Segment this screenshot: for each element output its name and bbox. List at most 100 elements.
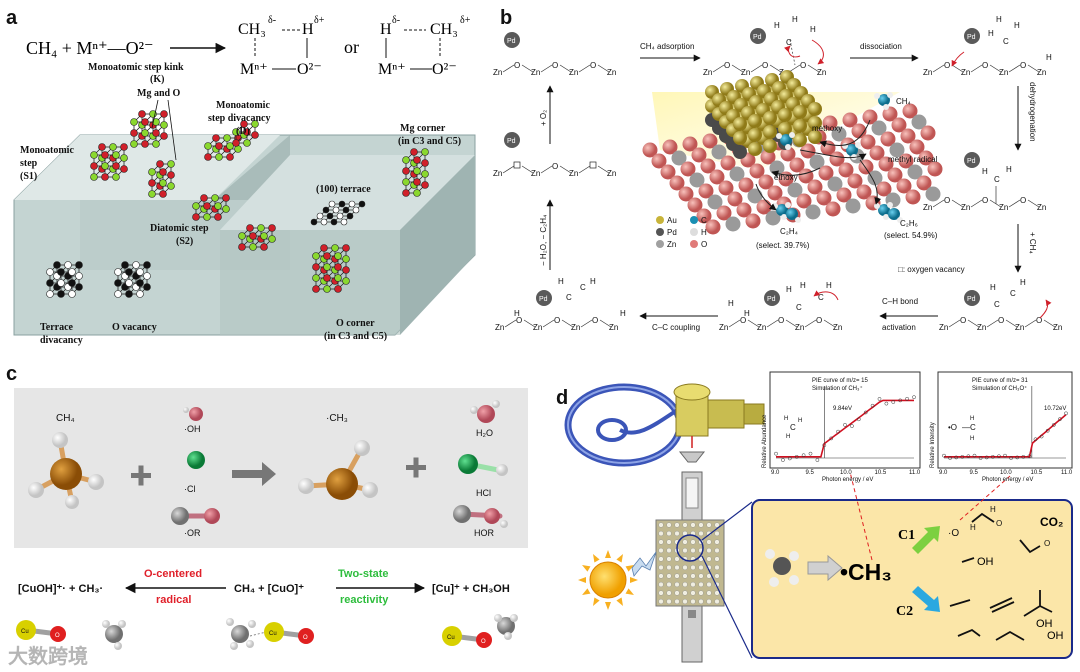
svg-text:Zn: Zn: [531, 169, 540, 178]
svg-text:11.0: 11.0: [1061, 470, 1073, 476]
svg-text:O: O: [516, 316, 522, 325]
methanol: [961, 557, 975, 563]
svg-text:10.5: 10.5: [875, 470, 887, 476]
svg-text:Zn: Zn: [795, 323, 804, 332]
ethylene: [989, 597, 1015, 613]
svg-text:H: H: [990, 505, 996, 514]
svg-text:step: step: [20, 158, 38, 169]
svg-text:10.5: 10.5: [1031, 470, 1043, 476]
svg-text:Pd: Pd: [967, 158, 976, 165]
svg-text:H: H: [996, 15, 1002, 24]
methyl-radical-model: [765, 549, 799, 587]
svg-text:Zn: Zn: [719, 323, 728, 332]
svg-text:Simulation of CH₃O⁺: Simulation of CH₃O⁺: [972, 385, 1027, 392]
svg-text:Simulation of CH₃⁺: Simulation of CH₃⁺: [812, 385, 863, 392]
svg-text:Zn: Zn: [1037, 203, 1046, 212]
methyl-small: [102, 620, 126, 650]
label-o-centered: O-centered: [144, 568, 202, 580]
legend-swatch-pd: [656, 228, 664, 236]
atom-cluster: [312, 244, 350, 293]
svg-text:O: O: [552, 162, 558, 171]
atom-cluster: [232, 120, 259, 147]
svg-text:9.5: 9.5: [970, 470, 979, 476]
svg-text:H: H: [970, 416, 974, 422]
svg-text:Pd: Pd: [967, 296, 976, 303]
eq-left: [CuOH]⁺· + CH₃·: [18, 583, 103, 595]
svg-text:H: H: [970, 523, 976, 532]
atom-cluster: [130, 110, 168, 148]
ethane: [949, 599, 971, 607]
svg-text:O: O: [1036, 316, 1042, 325]
svg-text:Mⁿ⁺: Mⁿ⁺: [378, 61, 406, 78]
svg-text:H: H: [620, 309, 626, 318]
panel-c: c CH₄ ·OH ·Cl ·OR ·CH₃ H₂O HCl HOR [CuOH…: [6, 363, 528, 650]
svg-text:δ+: δ+: [460, 15, 471, 26]
p2-curves: [942, 386, 1068, 460]
to-ch3-arrow: [807, 554, 843, 582]
oh-model: [183, 407, 203, 421]
svg-text:Mg and O: Mg and O: [137, 88, 181, 99]
svg-text:O: O: [1020, 61, 1026, 70]
label-methyl-radical: methyl radical: [888, 155, 938, 164]
svg-text:CH₃: CH₃: [238, 21, 266, 38]
svg-text:O: O: [998, 316, 1004, 325]
svg-text:O: O: [1020, 196, 1026, 205]
or-text: or: [344, 37, 359, 57]
svg-text:Zn: Zn: [569, 169, 578, 178]
svg-text:(100) terrace: (100) terrace: [316, 184, 371, 195]
svg-text:H: H: [1006, 165, 1012, 174]
adsorbate-molecule: [776, 132, 795, 150]
legend-label-pd: Pd: [667, 228, 677, 237]
svg-text:C: C: [994, 300, 1000, 309]
atom-cluster: [204, 134, 242, 161]
svg-text:O corner: O corner: [336, 318, 375, 329]
svg-text:Mⁿ⁺: Mⁿ⁺: [240, 61, 268, 78]
label-two-state: Two-state: [338, 568, 389, 580]
methyl-model: [298, 440, 378, 500]
svg-text:Zn: Zn: [757, 323, 766, 332]
formate: [1019, 539, 1041, 554]
plus-sign-2: [406, 457, 426, 478]
svg-text:PIE curve of m/z= 31: PIE curve of m/z= 31: [972, 378, 1029, 384]
label-oh-2: OH: [1036, 618, 1053, 630]
step-adsorption: CH₄ adsorption: [640, 42, 694, 51]
svg-text:Zn: Zn: [495, 323, 504, 332]
panel-a-label: a: [6, 7, 18, 29]
svg-text:H: H: [988, 29, 994, 38]
svg-text:Zn: Zn: [1015, 323, 1024, 332]
surface-chains: PdZnOZnOZnOZnPdZnOZnOZnOZnPdZnOZnOZnOZnP…: [493, 15, 1062, 332]
pd-atom: Pd: [536, 290, 552, 306]
svg-text:O²⁻: O²⁻: [432, 61, 457, 78]
svg-text:H: H: [784, 416, 788, 422]
cu-o-model: CuO: [264, 622, 314, 644]
svg-text:Cu: Cu: [269, 631, 277, 637]
atom-cluster: [238, 224, 276, 251]
svg-text:O: O: [592, 316, 598, 325]
pd-atom: Pd: [750, 28, 766, 44]
atom-cluster: [192, 194, 230, 221]
svg-text:Zn: Zn: [923, 203, 932, 212]
svg-text:O: O: [55, 633, 60, 639]
reactant-ch4: CH₄: [56, 413, 75, 424]
synchrotron-ring: [564, 383, 692, 467]
product-ch3: ·CH₃: [326, 413, 348, 424]
pd-atom: Pd: [764, 290, 780, 306]
radical-oh: ·OH: [184, 424, 201, 434]
svg-text:H: H: [826, 281, 832, 290]
svg-text:C: C: [994, 175, 1000, 184]
svg-text:Zn: Zn: [923, 68, 932, 77]
step-ch-activation: C–H bond: [882, 297, 918, 306]
svg-text:Zn: Zn: [493, 169, 502, 178]
label-oh-3: OH: [1047, 630, 1064, 642]
legend-swatch-c: [690, 216, 698, 224]
label-methoxy: methoxy: [812, 124, 842, 133]
svg-text:O: O: [982, 196, 988, 205]
svg-text:O: O: [800, 61, 806, 70]
complex-right: H δ- CH₃ δ+ Mⁿ⁺ O²⁻: [378, 15, 471, 78]
link-plot1: [849, 471, 873, 561]
atom-clusters: [46, 110, 429, 298]
plus-sign-1: [131, 465, 151, 486]
